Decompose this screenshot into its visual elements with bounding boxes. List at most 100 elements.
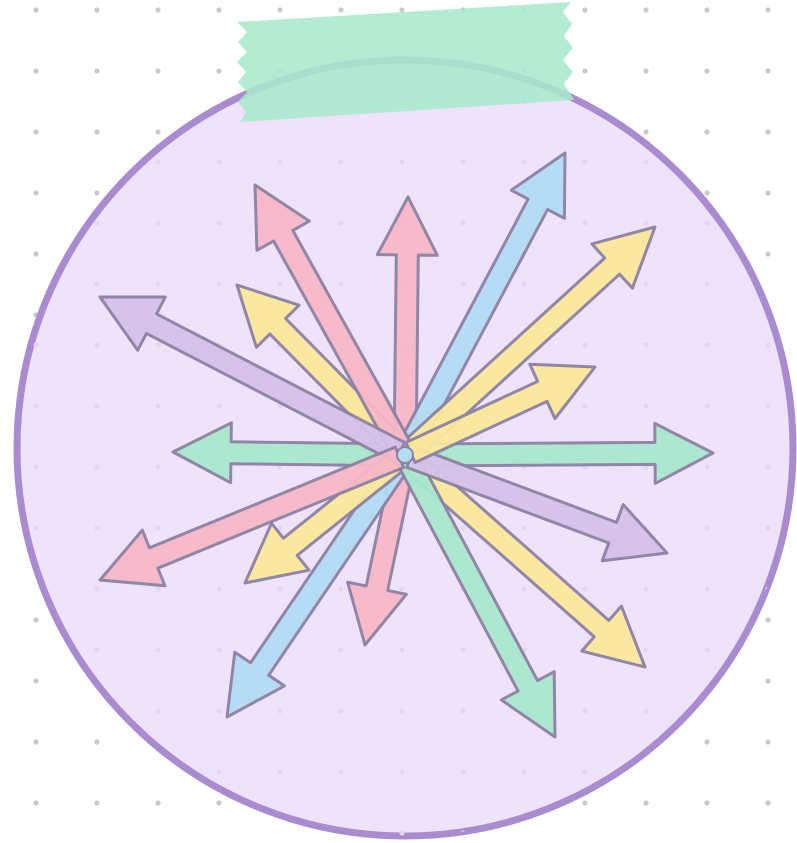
grid-dot [33, 129, 38, 134]
badge-texture-dot [155, 159, 160, 164]
badge-texture-dot [704, 281, 709, 286]
badge-texture-dot [33, 342, 38, 347]
badge-texture-dot [643, 98, 648, 103]
badge-texture-dot [643, 37, 648, 42]
badge-texture-dot [460, 281, 465, 286]
grid-dot [643, 7, 648, 12]
badge-texture-dot [33, 464, 38, 469]
badge-texture-dot [704, 37, 709, 42]
badge-texture-dot [460, 525, 465, 530]
badge-texture-dot [765, 525, 770, 530]
badge-texture-dot [704, 525, 709, 530]
badge-texture-dot [216, 830, 221, 835]
grid-dot [338, 7, 343, 12]
badge-texture-dot [33, 403, 38, 408]
badge-texture-dot [704, 403, 709, 408]
badge-texture-dot [704, 342, 709, 347]
badge-texture-dot [216, 159, 221, 164]
badge-texture-dot [399, 647, 404, 652]
badge-texture-dot [155, 342, 160, 347]
badge-texture-dot [338, 708, 343, 713]
badge-texture-dot [399, 830, 404, 835]
badge-texture-dot [277, 830, 282, 835]
badge-texture-dot [582, 403, 587, 408]
badge-texture-dot [704, 769, 709, 774]
badge-texture-dot [643, 220, 648, 225]
badge-texture-dot [765, 342, 770, 347]
badge-texture-dot [704, 647, 709, 652]
badge-texture-dot [582, 37, 587, 42]
badge-texture-dot [460, 159, 465, 164]
badge-texture-dot [460, 708, 465, 713]
badge-texture-dot [643, 586, 648, 591]
grid-dot [704, 68, 709, 73]
badge-texture-dot [216, 220, 221, 225]
badge-texture-dot [155, 403, 160, 408]
badge-texture-dot [765, 647, 770, 652]
grid-dot [704, 800, 709, 805]
badge-texture-dot [94, 708, 99, 713]
grid-dot [94, 7, 99, 12]
badge-texture-dot [765, 708, 770, 713]
badge-texture-dot [521, 281, 526, 286]
grid-dot [765, 678, 770, 683]
badge-texture-dot [155, 830, 160, 835]
badge-texture-dot [33, 220, 38, 225]
grid-dot [765, 800, 770, 805]
badge-texture-dot [460, 769, 465, 774]
grid-dot [582, 68, 587, 73]
grid-dot [643, 68, 648, 73]
badge-texture-dot [155, 281, 160, 286]
grid-dot [582, 7, 587, 12]
badge-texture-dot [277, 769, 282, 774]
badge-texture-dot [94, 403, 99, 408]
badge-texture-dot [338, 159, 343, 164]
grid-dot [704, 739, 709, 744]
badge-texture-dot [704, 159, 709, 164]
badge-texture-dot [521, 159, 526, 164]
badge-texture-dot [216, 403, 221, 408]
badge-texture-dot [155, 769, 160, 774]
badge-texture-dot [582, 769, 587, 774]
grid-dot [33, 617, 38, 622]
badge-texture-dot [643, 159, 648, 164]
badge-texture-dot [94, 342, 99, 347]
grid-dot [33, 7, 38, 12]
grid-dot [155, 129, 160, 134]
badge-texture-dot [216, 708, 221, 713]
badge-texture-dot [155, 586, 160, 591]
grid-dot [216, 7, 221, 12]
grid-dot [704, 7, 709, 12]
badge-texture-dot [94, 769, 99, 774]
badge-texture-dot [33, 98, 38, 103]
grid-dot [94, 739, 99, 744]
badge-texture-dot [704, 98, 709, 103]
badge-texture-dot [521, 769, 526, 774]
badge-texture-dot [155, 220, 160, 225]
badge-texture-dot [94, 830, 99, 835]
badge-texture-dot [94, 464, 99, 469]
badge-texture-dot [399, 769, 404, 774]
badge-texture-dot [704, 464, 709, 469]
badge-texture-dot [277, 586, 282, 591]
badge-texture-dot [94, 37, 99, 42]
badge-texture-dot [643, 403, 648, 408]
badge-texture-dot [155, 98, 160, 103]
badge-texture-dot [338, 586, 343, 591]
badge-texture-dot [155, 464, 160, 469]
grid-dot [33, 251, 38, 256]
badge-texture-dot [765, 98, 770, 103]
badge-texture-dot [33, 586, 38, 591]
grid-dot [216, 68, 221, 73]
grid-dot [704, 190, 709, 195]
badge-texture-dot [216, 37, 221, 42]
badge-texture-dot [216, 281, 221, 286]
badge-texture-dot [33, 647, 38, 652]
grid-dot [704, 129, 709, 134]
badge-texture-dot [277, 708, 282, 713]
badge-texture-dot [94, 586, 99, 591]
badge-texture-dot [216, 586, 221, 591]
grid-dot [643, 800, 648, 805]
badge-texture-dot [643, 830, 648, 835]
badge-texture-dot [765, 37, 770, 42]
